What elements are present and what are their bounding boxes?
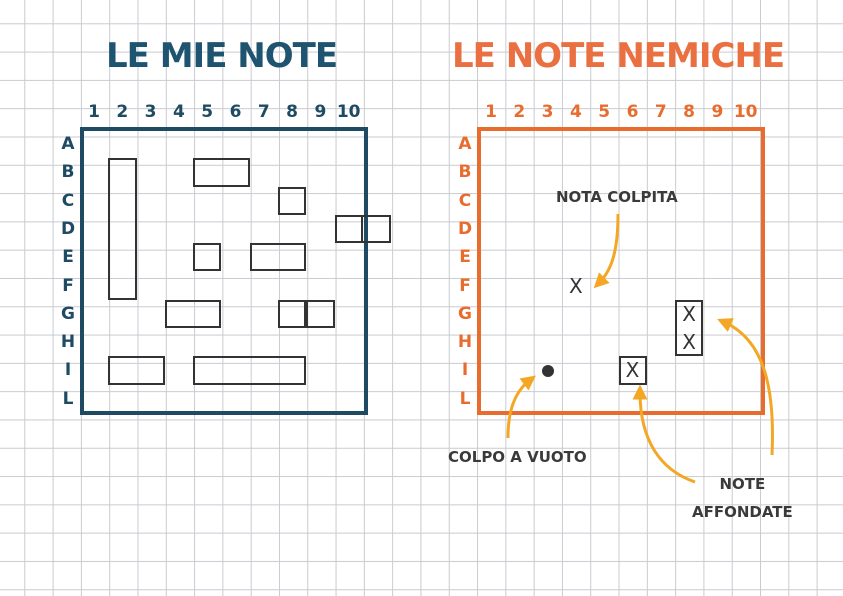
enemy-col-label: 10 [733, 102, 758, 122]
sunk-hit-marker: X [682, 330, 696, 355]
annotation-hit: NOTA COLPITA [556, 188, 678, 206]
enemy-col-label: 8 [683, 102, 696, 122]
my-col-label: 3 [144, 102, 157, 122]
enemy-row-label: C [458, 190, 472, 211]
ship [278, 186, 307, 215]
enemy-col-label: 2 [513, 102, 526, 122]
my-row-label: I [64, 360, 72, 381]
enemy-board-grid[interactable] [477, 127, 765, 415]
enemy-row-label: I [461, 360, 469, 381]
enemy-row-label: H [457, 332, 473, 353]
enemy-col-label: 5 [598, 102, 611, 122]
enemy-col-label: 6 [626, 102, 639, 122]
my-col-label: 1 [88, 102, 100, 122]
my-col-label: 5 [201, 102, 214, 122]
my-row-label: E [62, 247, 74, 268]
sunk-ship [675, 299, 704, 357]
my-row-label: C [61, 190, 75, 211]
arrow-hit [593, 213, 620, 289]
ship [164, 299, 222, 329]
miss-marker [541, 364, 554, 377]
enemy-row-label: B [458, 162, 472, 183]
my-row-label: D [60, 218, 76, 239]
enemy-board-title: LE NOTE NEMICHE [452, 36, 785, 76]
sunk-hit-marker: X [682, 301, 696, 326]
enemy-col-label: 3 [541, 102, 554, 122]
my-col-label: 10 [336, 102, 361, 122]
my-row-label: B [61, 162, 75, 183]
my-col-label: 2 [116, 102, 129, 122]
annotation-sunk: NOTE AFFONDATE [692, 475, 793, 521]
my-col-label: 8 [286, 102, 299, 122]
enemy-col-label: 9 [711, 102, 724, 122]
ship [193, 356, 307, 385]
arrow-sunk-right [717, 318, 774, 456]
enemy-row-label: F [459, 275, 471, 296]
my-col-label: 9 [314, 102, 327, 122]
enemy-col-label: 1 [485, 102, 497, 122]
arrow-miss [506, 375, 536, 439]
arrow-sunk-bottom [632, 384, 696, 484]
enemy-row-label: E [459, 247, 471, 268]
my-row-label: A [61, 134, 75, 154]
sunk-ship [618, 356, 647, 385]
enemy-row-label: L [459, 388, 471, 409]
my-col-label: 4 [172, 102, 185, 122]
my-row-label: L [62, 388, 74, 409]
ship [278, 299, 307, 329]
my-col-label: 6 [229, 102, 242, 122]
my-row-label: G [61, 303, 75, 324]
ship [193, 243, 222, 272]
enemy-col-label: 4 [569, 102, 582, 122]
ship [249, 243, 307, 272]
my-col-label: 7 [257, 102, 270, 122]
my-row-label: F [62, 275, 74, 296]
my-row-label: H [60, 332, 76, 353]
ship [108, 158, 137, 300]
ship [306, 299, 335, 329]
ship [334, 214, 363, 244]
enemy-row-label: A [458, 134, 472, 154]
enemy-row-label: G [458, 303, 472, 324]
my-board-title: LE MIE NOTE [106, 36, 338, 76]
enemy-col-label: 7 [654, 102, 667, 122]
ship [193, 158, 250, 187]
enemy-row-label: D [457, 218, 473, 239]
sunk-hit-marker: X [625, 358, 640, 383]
annotation-miss: COLPO A VUOTO [448, 448, 587, 466]
my-board-grid[interactable] [80, 127, 368, 415]
ship [108, 356, 165, 385]
hit-marker: X [569, 273, 583, 298]
